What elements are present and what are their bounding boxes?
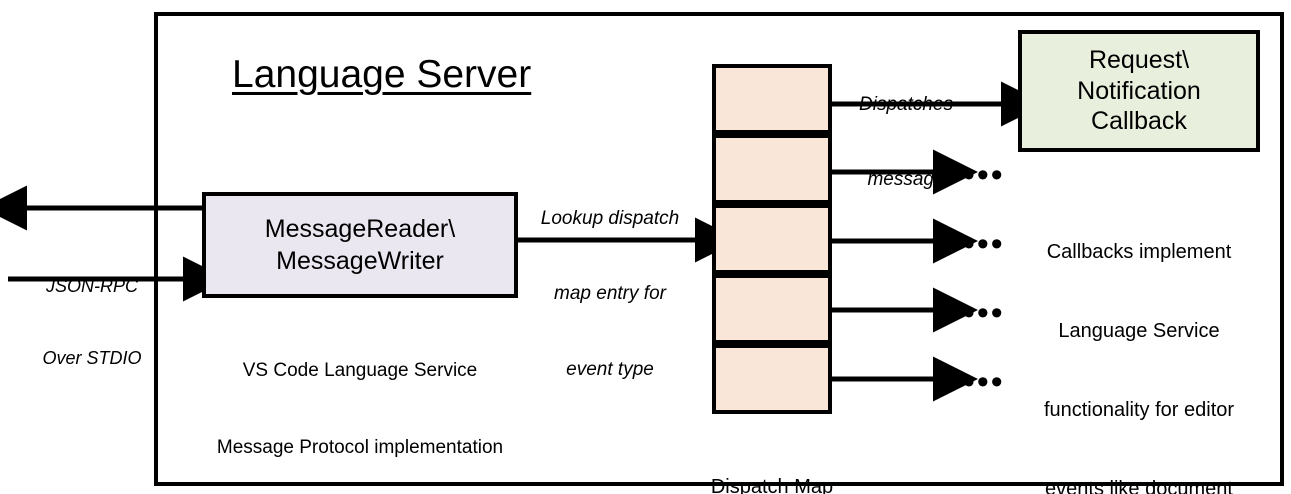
language-server-container xyxy=(154,12,1284,486)
message-reader-writer-caption: VS Code Language Service Message Protoco… xyxy=(192,307,528,494)
message-reader-line: MessageReader\ xyxy=(264,215,456,243)
callback-node-label: Request\ Notification Callback xyxy=(1077,45,1201,137)
callback-line2: Notification xyxy=(1077,76,1201,105)
dispatch-label-line2: message xyxy=(867,169,945,191)
ellipsis-row-4: ••• xyxy=(963,294,1005,332)
jsonrpc-label-line2: Over STDIO xyxy=(42,348,142,369)
dispatch-map-caption: Dispatch Map (event_type, callback) xyxy=(650,421,894,494)
dispatch-map-cell[interactable] xyxy=(712,134,832,204)
dispatches-message-edge-label: Dispatches message xyxy=(836,41,976,243)
callback-caption-line4: events like document xyxy=(1045,478,1233,494)
message-reader-writer-node[interactable]: MessageReader\ MessageWriter xyxy=(202,192,518,298)
map-caption-line1: Dispatch Map xyxy=(710,475,834,494)
dispatch-label-line1: Dispatches xyxy=(859,93,953,115)
callback-caption-line3: functionality for editor xyxy=(1043,399,1235,422)
jsonrpc-transport-label: JSON-RPC Over STDIO xyxy=(12,225,172,419)
callback-caption: Callbacks implement Language Service fun… xyxy=(1010,186,1268,494)
reader-caption-line1: VS Code Language Service xyxy=(242,360,478,382)
dispatch-map-cell[interactable] xyxy=(712,64,832,134)
dispatch-map-cell[interactable] xyxy=(712,204,832,274)
ellipsis-row-2: ••• xyxy=(963,156,1005,194)
dispatch-map-cell[interactable] xyxy=(712,344,832,414)
lookup-label-line2: map entry for xyxy=(554,283,666,305)
dispatch-map-node[interactable] xyxy=(712,64,832,414)
lookup-label-line1: Lookup dispatch xyxy=(540,208,680,230)
message-reader-writer-label: MessageReader\ MessageWriter xyxy=(265,213,455,277)
callback-line3: Callback xyxy=(1091,107,1187,136)
ellipsis-row-5: ••• xyxy=(963,363,1005,401)
jsonrpc-label-line1: JSON-RPC xyxy=(45,275,138,296)
message-writer-line: MessageWriter xyxy=(276,247,444,275)
callback-caption-line1: Callbacks implement xyxy=(1046,240,1232,263)
lookup-dispatch-edge-label: Lookup dispatch map entry for event type xyxy=(518,156,702,432)
lookup-label-line3: event type xyxy=(566,358,654,380)
ellipsis-row-3: ••• xyxy=(963,225,1005,263)
dispatch-map-cell[interactable] xyxy=(712,274,832,344)
language-server-title: Language Server xyxy=(232,53,532,96)
request-notification-callback-node[interactable]: Request\ Notification Callback xyxy=(1018,30,1260,152)
reader-caption-line2: Message Protocol implementation xyxy=(216,437,504,459)
callback-line1: Request\ xyxy=(1088,46,1190,75)
callback-caption-line2: Language Service xyxy=(1058,319,1220,342)
